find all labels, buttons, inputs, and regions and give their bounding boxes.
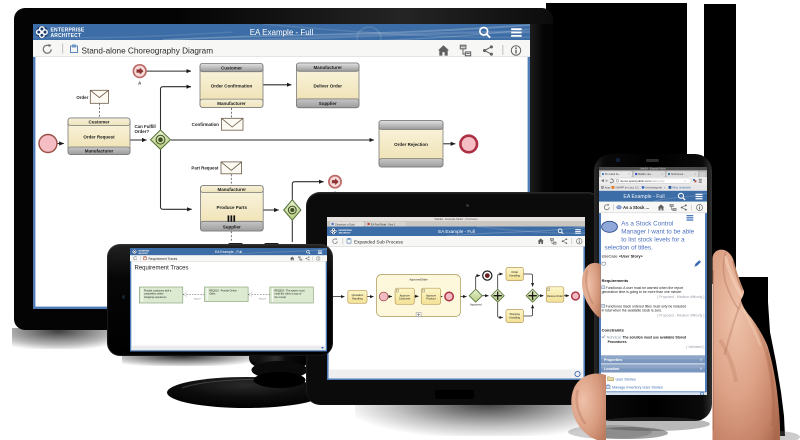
- svg-text:Order: Order: [76, 95, 88, 100]
- svg-text:[ Proposed , Medium difficulty: [ Proposed , Medium difficulty ]: [657, 313, 704, 317]
- svg-text:XAMPP for Linux 5.5...: XAMPP for Linux 5.5...: [615, 186, 641, 189]
- svg-text:Approve: Approve: [399, 293, 410, 297]
- svg-text:☆: ☆: [684, 179, 688, 183]
- svg-text:Manage Inventory User Stories: Manage Inventory User Stories: [612, 385, 663, 389]
- svg-text:«trace»: «trace»: [258, 298, 266, 301]
- svg-text:shopping experience: shopping experience: [144, 296, 167, 299]
- svg-text:WebEA - Example Model: WebEA - Example Model: [640, 167, 666, 170]
- svg-text:ENTERPRISE: ENTERPRISE: [138, 251, 150, 253]
- svg-text:ARCHITECT: ARCHITECT: [51, 33, 82, 39]
- svg-text:Manufacturer: Manufacturer: [85, 149, 114, 154]
- svg-text:email the client a copy of: email the client a copy of: [274, 293, 301, 296]
- svg-text:ENTERPRISE: ENTERPRISE: [51, 28, 85, 34]
- svg-text:Pro Cloud Se...: Pro Cloud Se...: [605, 172, 621, 175]
- svg-text:REQ013 - Provide Online: REQ013 - Provide Online: [209, 290, 237, 293]
- svg-text:×: ×: [695, 172, 697, 175]
- svg-text:EA Example - Full: EA Example - Full: [215, 250, 242, 254]
- svg-text:Part Request: Part Request: [191, 166, 219, 171]
- svg-text:ENTERPRISE: ENTERPRISE: [338, 229, 352, 231]
- svg-text:What Underbells: What Underbells: [672, 186, 691, 189]
- svg-text:×: ×: [629, 172, 631, 175]
- svg-text:Requirement Traces: Requirement Traces: [134, 266, 188, 272]
- svg-text:Order: Order: [511, 270, 518, 274]
- svg-text:Supplier: Supplier: [223, 224, 241, 229]
- svg-text:Technical. The solution must u: Technical. The solution must use availab…: [606, 335, 686, 339]
- svg-text:As a Stock Control: As a Stock Control: [621, 220, 673, 227]
- svg-text:¥: ¥: [700, 357, 703, 361]
- svg-text:to list stock levels for a: to list stock levels for a: [621, 236, 685, 243]
- svg-text:Confirmation: Confirmation: [192, 122, 220, 127]
- svg-text:Provide customers with a: Provide customers with a: [144, 290, 172, 293]
- svg-text:Stand-alone Choreography Diagr: Stand-alone Choreography Diagram: [82, 46, 214, 55]
- svg-text:Requirements: Requirements: [602, 277, 629, 282]
- svg-text:Quotation: Quotation: [351, 292, 363, 296]
- svg-text:Order?: Order?: [135, 129, 150, 134]
- svg-text:WebEA - Example Model - Chromi: WebEA - Example Model - Chromium: [434, 217, 477, 221]
- svg-text:selection of titles.: selection of titles.: [605, 244, 654, 251]
- svg-text:[ Validated ]: [ Validated ]: [686, 345, 704, 349]
- svg-text:Expanded Sub Process: Expanded Sub Process: [354, 239, 404, 244]
- svg-text:Constraints: Constraints: [602, 327, 625, 332]
- svg-text:Shipping: Shipping: [509, 312, 520, 316]
- svg-text:competitive online: competitive online: [144, 293, 164, 296]
- svg-text:Sales: Sales: [209, 293, 216, 296]
- svg-text:EA Example - Full: EA Example - Full: [623, 194, 664, 200]
- svg-text:EA Find Retail - Sten 1: EA Find Retail - Sten 1: [371, 223, 396, 226]
- svg-text:Order Confirmation: Order Confirmation: [211, 83, 253, 88]
- svg-text:User Stories: User Stories: [616, 377, 636, 381]
- svg-text:demo.sparxpublic.com/index.php: demo.sparxpublic.com/index.php: [621, 178, 665, 182]
- svg-text:Location: Location: [604, 366, 620, 370]
- svg-text:Functional. Back ordered title: Functional. Back ordered titles must onl…: [606, 304, 687, 308]
- svg-text:Properties: Properties: [604, 357, 622, 361]
- svg-text:Can Fulfill: Can Fulfill: [135, 124, 156, 129]
- svg-text:Product: Product: [426, 296, 436, 300]
- svg-text:Deliver Order: Deliver Order: [313, 83, 342, 88]
- svg-text:generation time is going to be: generation time is going to be more than…: [602, 290, 682, 294]
- svg-text:Order Rejection: Order Rejection: [394, 142, 428, 147]
- svg-text:Handling: Handling: [352, 296, 363, 300]
- svg-text:Review Order: Review Order: [547, 294, 563, 298]
- svg-text:Manager I want to be able: Manager I want to be able: [621, 228, 694, 235]
- svg-text:Procedures: Procedures: [608, 339, 627, 343]
- svg-text:North Ameri...: North Ameri...: [671, 172, 685, 175]
- svg-text:Apps: Apps: [605, 186, 611, 189]
- svg-text:A: A: [138, 80, 141, 85]
- svg-text:Order Request: Order Request: [83, 134, 115, 139]
- svg-text:REQ018 - The system must: REQ018 - The system must: [274, 290, 304, 293]
- svg-text:Requirement Traces: Requirement Traces: [148, 257, 177, 261]
- svg-text:Supplier: Supplier: [319, 101, 337, 106]
- svg-text:Customer: Customer: [221, 65, 242, 70]
- svg-text:As a Stock ...: As a Stock ...: [623, 205, 649, 210]
- svg-text:«trace»: «trace»: [193, 298, 201, 301]
- svg-text:»: »: [664, 186, 666, 189]
- svg-text:ARCHITECT: ARCHITECT: [138, 252, 149, 255]
- svg-text:Manufacturer: Manufacturer: [217, 101, 246, 106]
- svg-text:Produce Parts: Produce Parts: [217, 205, 248, 210]
- svg-text:Approved: Approved: [469, 302, 481, 306]
- svg-text:ApprovedOrder: ApprovedOrder: [409, 277, 427, 281]
- svg-text:in total when the available st: in total when the available stock is zer…: [602, 308, 663, 312]
- svg-text:ARCHITECT: ARCHITECT: [338, 231, 351, 234]
- svg-text:Customer: Customer: [398, 296, 410, 300]
- svg-text:EA Example - Full: EA Example - Full: [438, 229, 475, 234]
- svg-text:Handling: Handling: [509, 315, 520, 319]
- svg-text:Manufacturer: Manufacturer: [218, 187, 247, 192]
- svg-text:WebEA - Ea...: WebEA - Ea...: [638, 172, 653, 175]
- svg-text:Approve: Approve: [425, 293, 436, 297]
- svg-text:Chromium in Dock: Chromium in Dock: [335, 223, 355, 226]
- svg-text:Functional. A user must be war: Functional. A user must be warned when t…: [606, 285, 684, 289]
- svg-text:the receipt: the receipt: [274, 296, 286, 299]
- svg-text:×: ×: [662, 172, 664, 175]
- svg-text:UseCase «User Story»: UseCase «User Story»: [602, 253, 643, 258]
- svg-text:Manufacturer: Manufacturer: [313, 65, 342, 70]
- svg-text:EA Example - Full: EA Example - Full: [250, 28, 314, 37]
- svg-text:thehostingcraft: thehostingcraft: [646, 186, 663, 189]
- svg-text:¥: ¥: [700, 366, 703, 370]
- svg-text:Customer: Customer: [88, 120, 109, 125]
- svg-text:[ Proposed , Medium difficulty: [ Proposed , Medium difficulty ]: [657, 295, 704, 299]
- svg-text:Handling: Handling: [509, 273, 520, 277]
